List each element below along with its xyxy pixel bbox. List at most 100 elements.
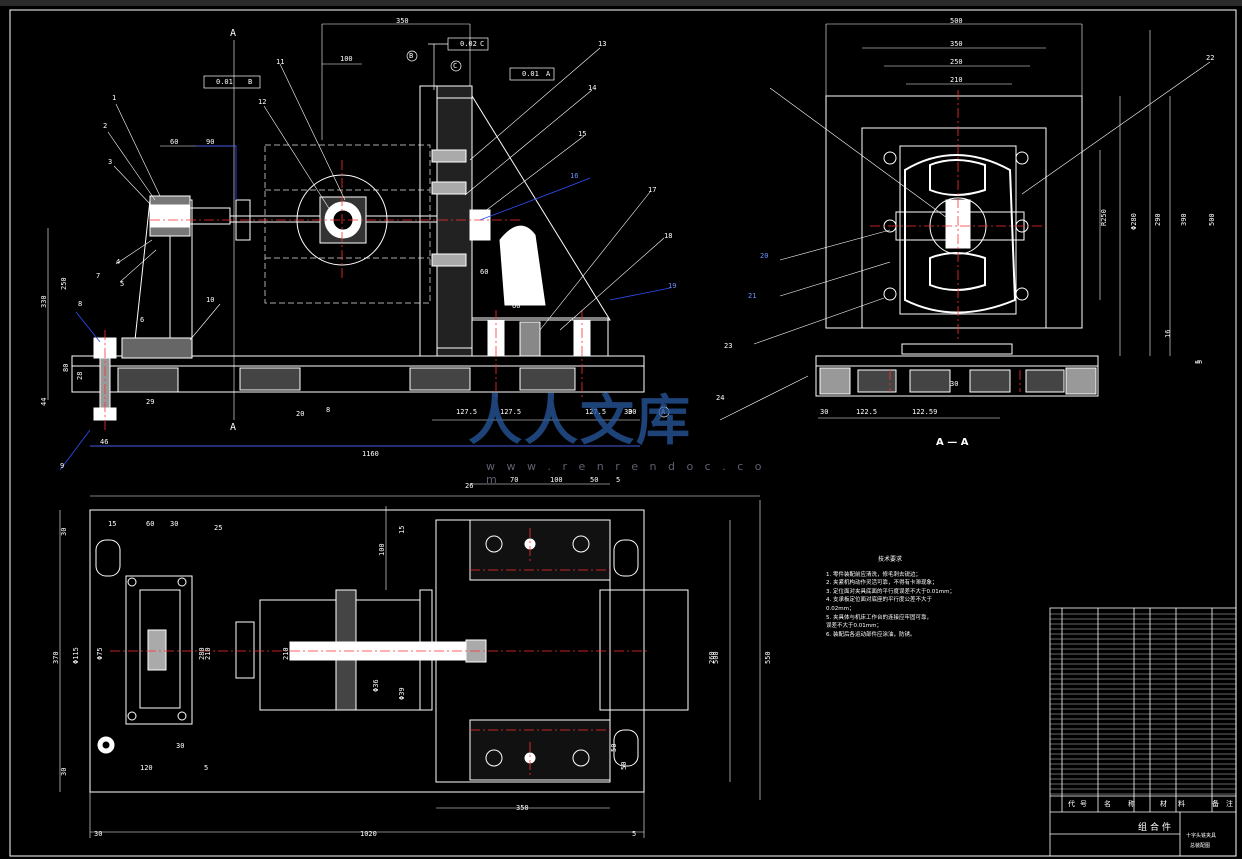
title-block-header: 称 xyxy=(1128,800,1135,808)
title-block xyxy=(1049,607,1237,857)
part-number-label: 16 xyxy=(570,172,579,180)
dimension-label: 46 xyxy=(100,438,109,446)
dimension-label: 5 xyxy=(1196,359,1204,364)
dimension-label: 30 xyxy=(94,830,103,838)
part-number-label: 2 xyxy=(103,122,108,130)
dimension-label: 30 xyxy=(60,767,68,776)
dimension-label: 370 xyxy=(52,651,60,664)
dimension-label: 350 xyxy=(516,804,529,812)
dimension-label: 50 xyxy=(620,761,628,770)
dimension-label: 15 xyxy=(108,520,117,528)
title-block-header: 料 xyxy=(1178,800,1185,808)
dimension-label: 44 xyxy=(40,397,48,406)
dimension-label: 60 xyxy=(480,268,489,276)
dimension-label: 15 xyxy=(398,525,406,534)
part-number-label: 11 xyxy=(276,58,285,66)
dimension-label: 30 xyxy=(624,408,633,416)
dimension-label: 50 xyxy=(590,476,599,484)
dimension-label: 127.5 xyxy=(456,408,478,416)
section-mark: A xyxy=(230,28,237,39)
title-block-header: 材 xyxy=(1160,800,1167,808)
part-number-label: 21 xyxy=(748,292,757,300)
dimension-label: R250 xyxy=(1100,209,1108,226)
tech-item: 误差不大于0.01mm； xyxy=(826,623,882,630)
part-number-label: 25 xyxy=(214,524,223,532)
part-number-label: 6 xyxy=(140,316,145,324)
dimension-label: Φ115 xyxy=(72,647,80,664)
dimension-label: 20 xyxy=(296,410,305,418)
part-number-label: 3 xyxy=(108,158,113,166)
title-block-header: 号 xyxy=(1080,800,1087,808)
dimension-label: 80 xyxy=(62,363,70,372)
front-view xyxy=(71,85,645,421)
dimension-label: 5 xyxy=(616,476,621,484)
tolerance-datum: B xyxy=(248,78,253,86)
title-block-rows xyxy=(1050,613,1236,795)
dimension-label: 30 xyxy=(950,380,959,388)
datum-label: B xyxy=(409,52,414,60)
tech-item: 5. 夹具体与机床工作台的连接应牢固可靠， xyxy=(826,614,932,621)
front-center-lines xyxy=(104,160,583,430)
part-number-label: 7 xyxy=(96,272,101,280)
dimension-label: 5 xyxy=(204,764,209,772)
section-center-lines xyxy=(870,90,1046,392)
dimension-label: 100 xyxy=(378,543,386,556)
dimension-label: 210 xyxy=(282,647,290,660)
part-number-label: 4 xyxy=(116,258,121,266)
tech-title: 技术要求 xyxy=(878,556,903,563)
tech-item: 6. 装配后各运动部件应涂油，防锈。 xyxy=(826,631,916,638)
dimension-label: 127.5 xyxy=(585,408,607,416)
dimension-label: 28 xyxy=(76,371,84,380)
part-number-label: 20 xyxy=(760,252,769,260)
title-block-header: 名 xyxy=(1104,800,1111,808)
dimension-label: 390 xyxy=(1180,213,1188,226)
part-number-label: 9 xyxy=(60,462,65,470)
dimension-label: Φ39 xyxy=(398,687,406,700)
datum-label: A xyxy=(661,408,666,416)
tolerance-frames xyxy=(203,37,670,418)
dimension-label: 60 xyxy=(170,138,179,146)
tolerance-value: 0.02 xyxy=(460,40,477,48)
title-block-name: 组合件 xyxy=(1138,823,1175,833)
dimension-label: 30 xyxy=(820,408,829,416)
part-number-label: 13 xyxy=(598,40,607,48)
dimension-label: 330 xyxy=(40,295,48,308)
dimension-label: 350 xyxy=(396,17,409,25)
section-mark: A xyxy=(230,422,237,433)
part-number-label: 12 xyxy=(258,98,267,106)
dimension-label: 250 xyxy=(60,277,68,290)
dimension-label: 30 xyxy=(176,742,185,750)
part-number-label: 8 xyxy=(78,300,83,308)
tolerance-datum: A xyxy=(546,70,551,78)
part-number-label: 18 xyxy=(664,232,673,240)
dimension-label: R20 xyxy=(508,268,521,276)
dimension-label: 30 xyxy=(628,408,637,416)
title-block-header: 注 xyxy=(1226,800,1233,808)
tech-item: 0.02mm； xyxy=(826,605,855,612)
tolerance-datum: C xyxy=(480,40,485,48)
datum-label: C xyxy=(453,62,458,70)
part-number-label: 26 xyxy=(465,482,474,490)
title-block-note: 十字头铣夹具 xyxy=(1186,833,1217,839)
dimension-label: 122.59 xyxy=(912,408,938,416)
dimension-label: 500 xyxy=(1208,213,1216,226)
tech-item: 3. 定位面对夹具底面的平行度误差不大于0.01mm； xyxy=(826,588,955,595)
dimension-label: 70 xyxy=(510,476,519,484)
dimension-label: 90 xyxy=(206,138,215,146)
technical-requirements: 技术要求 1. 零件装配前应清洗，修毛刺去锐边； 2. 夹紧机构动作灵活可靠，不… xyxy=(826,556,1036,639)
dimension-label: 250 xyxy=(950,58,963,66)
tolerance-value: 0.01 xyxy=(216,78,233,86)
dimension-label: 350 xyxy=(950,40,963,48)
dimension-label: 60 xyxy=(146,520,155,528)
dimension-label: 500 xyxy=(712,651,720,664)
part-number-label: 23 xyxy=(724,342,733,350)
dimension-label: 120 xyxy=(140,764,153,772)
part-number-label: 14 xyxy=(588,84,597,92)
dimension-label: 8 xyxy=(326,406,331,414)
dimension-label: 100 xyxy=(340,55,353,63)
dimension-label: 30 xyxy=(170,520,179,528)
dimension-label: 50 xyxy=(610,743,618,752)
tolerance-value: 0.01 xyxy=(522,70,539,78)
